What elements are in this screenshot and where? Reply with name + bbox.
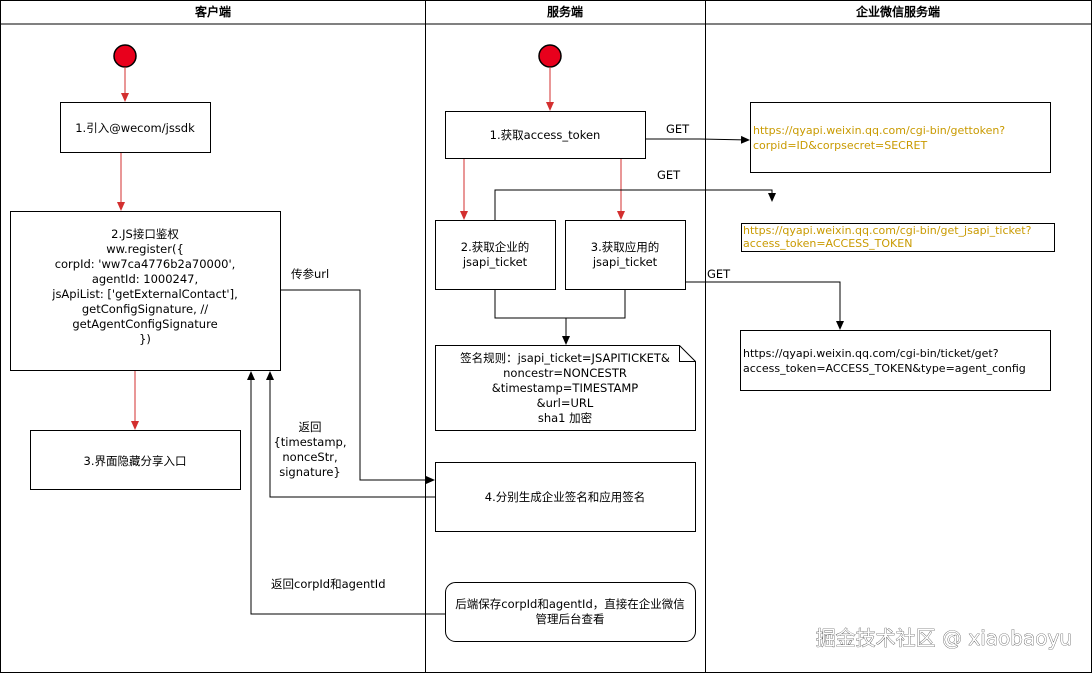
text-line: ww.register({ bbox=[106, 242, 184, 256]
client-step3-box bbox=[30, 430, 241, 490]
text-line: signature} bbox=[279, 465, 341, 479]
edge-label-get-2: GET bbox=[657, 168, 681, 182]
text-line: {timestamp, bbox=[273, 435, 346, 449]
text-line: jsapi_ticket bbox=[592, 255, 658, 269]
server-backend-label: 后端保存corpId和agentId，直接在企业微信管理后台查看 bbox=[455, 597, 685, 626]
edge-step2-to-jsapi-ticket bbox=[494, 189, 776, 220]
wecom-jsapi-ticket-box bbox=[741, 223, 1055, 252]
text-line: 2.JS接口鉴权 bbox=[111, 227, 179, 241]
server-step3-box bbox=[565, 220, 686, 290]
client-step1-box bbox=[60, 102, 211, 153]
server-step4-box bbox=[435, 462, 696, 532]
text-line: https://qyapi.weixin.qq.com/cgi-bin/get_… bbox=[743, 224, 1032, 237]
server-step1-label: 1.获取access_token bbox=[490, 128, 601, 142]
client-step3-label: 3.界面隐藏分享入口 bbox=[84, 454, 187, 468]
edge-label-return-signature: 返回{timestamp,nonceStr,signature} bbox=[273, 420, 346, 479]
text-line: getAgentConfigSignature bbox=[72, 317, 217, 331]
text-line: agentId: 1000247, bbox=[92, 272, 198, 286]
text-line: noncestr=NONCESTR bbox=[503, 366, 627, 380]
wecom-agent-ticket-url: https://qyapi.weixin.qq.com/cgi-bin/tick… bbox=[743, 347, 1026, 375]
wecom-gettoken-url: https://qyapi.weixin.qq.com/cgi-bin/gett… bbox=[753, 124, 1005, 152]
text-line: &timestamp=TIMESTAMP bbox=[492, 381, 638, 395]
client-step2-box bbox=[10, 211, 281, 371]
watermark: 掘金技术社区 @ xiaobaoyu bbox=[816, 626, 1072, 650]
lane-title-client: 客户端 bbox=[194, 4, 231, 19]
lane-title-server: 服务端 bbox=[547, 4, 583, 19]
wecom-jsapi-ticket-url: https://qyapi.weixin.qq.com/cgi-bin/get_… bbox=[743, 224, 1032, 250]
text-line: jsApiList: ['getExternalContact'], bbox=[51, 287, 237, 301]
signature-rule-note bbox=[435, 345, 696, 431]
server-step2-box bbox=[435, 220, 556, 290]
text-line: sha1 加密 bbox=[538, 411, 592, 425]
edge-return-signature bbox=[266, 371, 435, 498]
text-line: }) bbox=[139, 332, 151, 346]
edge-label-return-ids: 返回corpId和agentId bbox=[271, 577, 386, 591]
text-line: getConfigSignature, // bbox=[82, 302, 208, 316]
text-line: nonceStr, bbox=[282, 450, 337, 464]
edge-label-get-3: GET bbox=[707, 267, 731, 281]
text-line: corpid=ID&corpsecret=SECRET bbox=[753, 139, 927, 152]
client-start-node bbox=[113, 44, 137, 68]
edge-label-get-1: GET bbox=[666, 122, 690, 136]
server-backend-box bbox=[445, 582, 696, 642]
text-line: 签名规则：jsapi_ticket=JSAPITICKET& bbox=[460, 351, 670, 365]
edge-label-pass-url: 传参url bbox=[291, 267, 329, 281]
lane-title-wecom: 企业微信服务端 bbox=[855, 4, 940, 19]
text-line: 3.获取应用的 bbox=[591, 240, 659, 254]
edge-step1-to-gettoken bbox=[646, 135, 750, 144]
edge-pass-url bbox=[281, 289, 435, 484]
wecom-gettoken-box bbox=[750, 102, 1051, 173]
text-line: access_token=ACCESS_TOKEN bbox=[743, 237, 912, 250]
server-start-node bbox=[538, 44, 562, 68]
signature-rule-text: 签名规则：jsapi_ticket=JSAPITICKET&noncestr=N… bbox=[460, 351, 670, 425]
server-step1-box bbox=[445, 111, 646, 159]
edge-return-ids bbox=[247, 371, 445, 615]
wecom-agent-ticket-box bbox=[740, 330, 1051, 391]
text-line: 后端保存corpId和agentId，直接在企业微信 bbox=[455, 597, 685, 611]
server-step4-label: 4.分别生成企业签名和应用签名 bbox=[485, 490, 645, 504]
text-line: corpId: 'ww7ca4776b2a70000', bbox=[55, 257, 236, 271]
text-line: https://qyapi.weixin.qq.com/cgi-bin/gett… bbox=[753, 124, 1005, 137]
edge-step3-to-agent-ticket bbox=[686, 281, 844, 330]
edge-tickets-merge bbox=[494, 290, 626, 319]
text-line: 返回 bbox=[299, 420, 322, 434]
text-line: 管理后台查看 bbox=[536, 612, 605, 626]
client-step1-label: 1.引入@wecom/jssdk bbox=[75, 121, 195, 135]
text-line: access_token=ACCESS_TOKEN&type=agent_con… bbox=[743, 362, 1026, 375]
text-line: jsapi_ticket bbox=[462, 255, 528, 269]
text-line: 2.获取企业的 bbox=[461, 240, 529, 254]
text-line: &url=URL bbox=[537, 396, 594, 410]
text-line: https://qyapi.weixin.qq.com/cgi-bin/tick… bbox=[743, 347, 999, 360]
